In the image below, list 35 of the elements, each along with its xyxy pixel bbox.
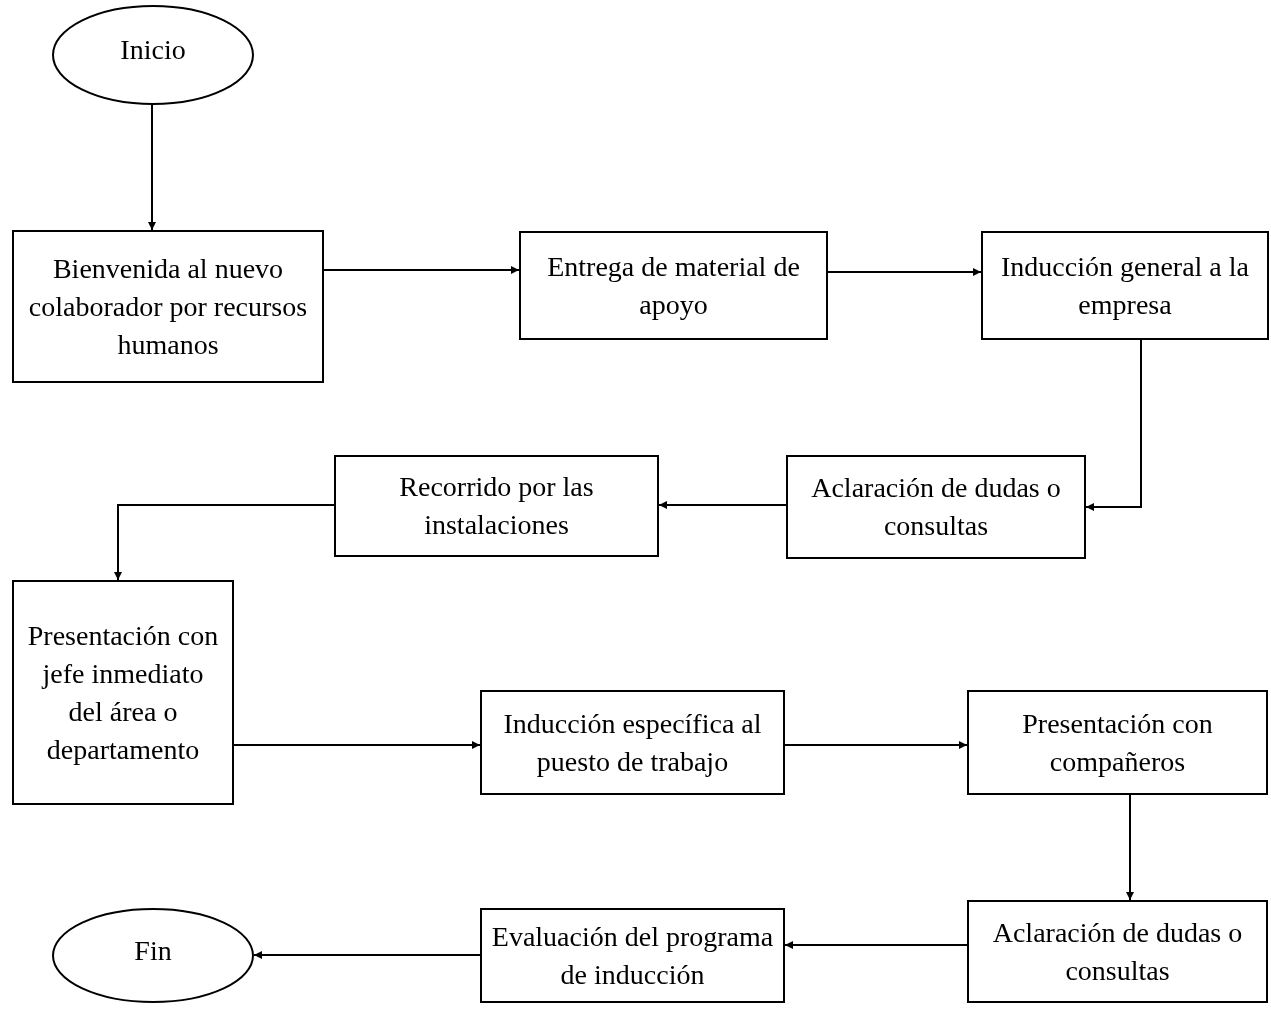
node-label: Bienvenida al nuevo colaborador por recursos humanos — [27, 251, 309, 362]
process-box — [967, 690, 1268, 795]
arrow — [323, 266, 520, 274]
arrow — [253, 951, 481, 959]
node-label: Presentación con jefe inmediato del área o departamento — [26, 618, 220, 767]
arrow — [114, 504, 335, 581]
process-box — [12, 580, 234, 805]
arrow — [1126, 794, 1134, 901]
arrow — [233, 741, 481, 749]
process-box — [519, 231, 828, 340]
terminal-ellipse — [52, 5, 254, 105]
arrow — [1085, 339, 1142, 511]
arrow — [148, 104, 156, 231]
process-box — [981, 231, 1269, 340]
node-label: Presentación con compañeros — [1021, 706, 1214, 779]
process-box — [786, 455, 1086, 559]
process-box — [967, 900, 1268, 1003]
arrow — [827, 268, 982, 276]
node-label: Evaluación del programa de inducción — [490, 919, 775, 992]
process-box — [334, 455, 659, 557]
arrow — [784, 741, 968, 749]
process-box — [12, 230, 324, 383]
process-box — [480, 908, 785, 1003]
arrow — [784, 941, 968, 949]
node-label: Recorrido por las instalaciones — [398, 470, 595, 542]
node-label: Inducción general a la empresa — [1000, 249, 1250, 322]
node-label: Aclaración de dudas o consultas — [810, 471, 1062, 543]
node-label: Entrega de material de apoyo — [546, 249, 801, 322]
terminal-ellipse — [52, 908, 254, 1003]
process-box — [480, 690, 785, 795]
node-label: Aclaración de dudas o consultas — [991, 915, 1244, 988]
node-label: Inicio — [120, 33, 186, 67]
arrow — [658, 501, 787, 509]
node-label: Inducción específica al puesto de trabajo — [502, 706, 763, 779]
node-label: Fin — [134, 933, 172, 968]
